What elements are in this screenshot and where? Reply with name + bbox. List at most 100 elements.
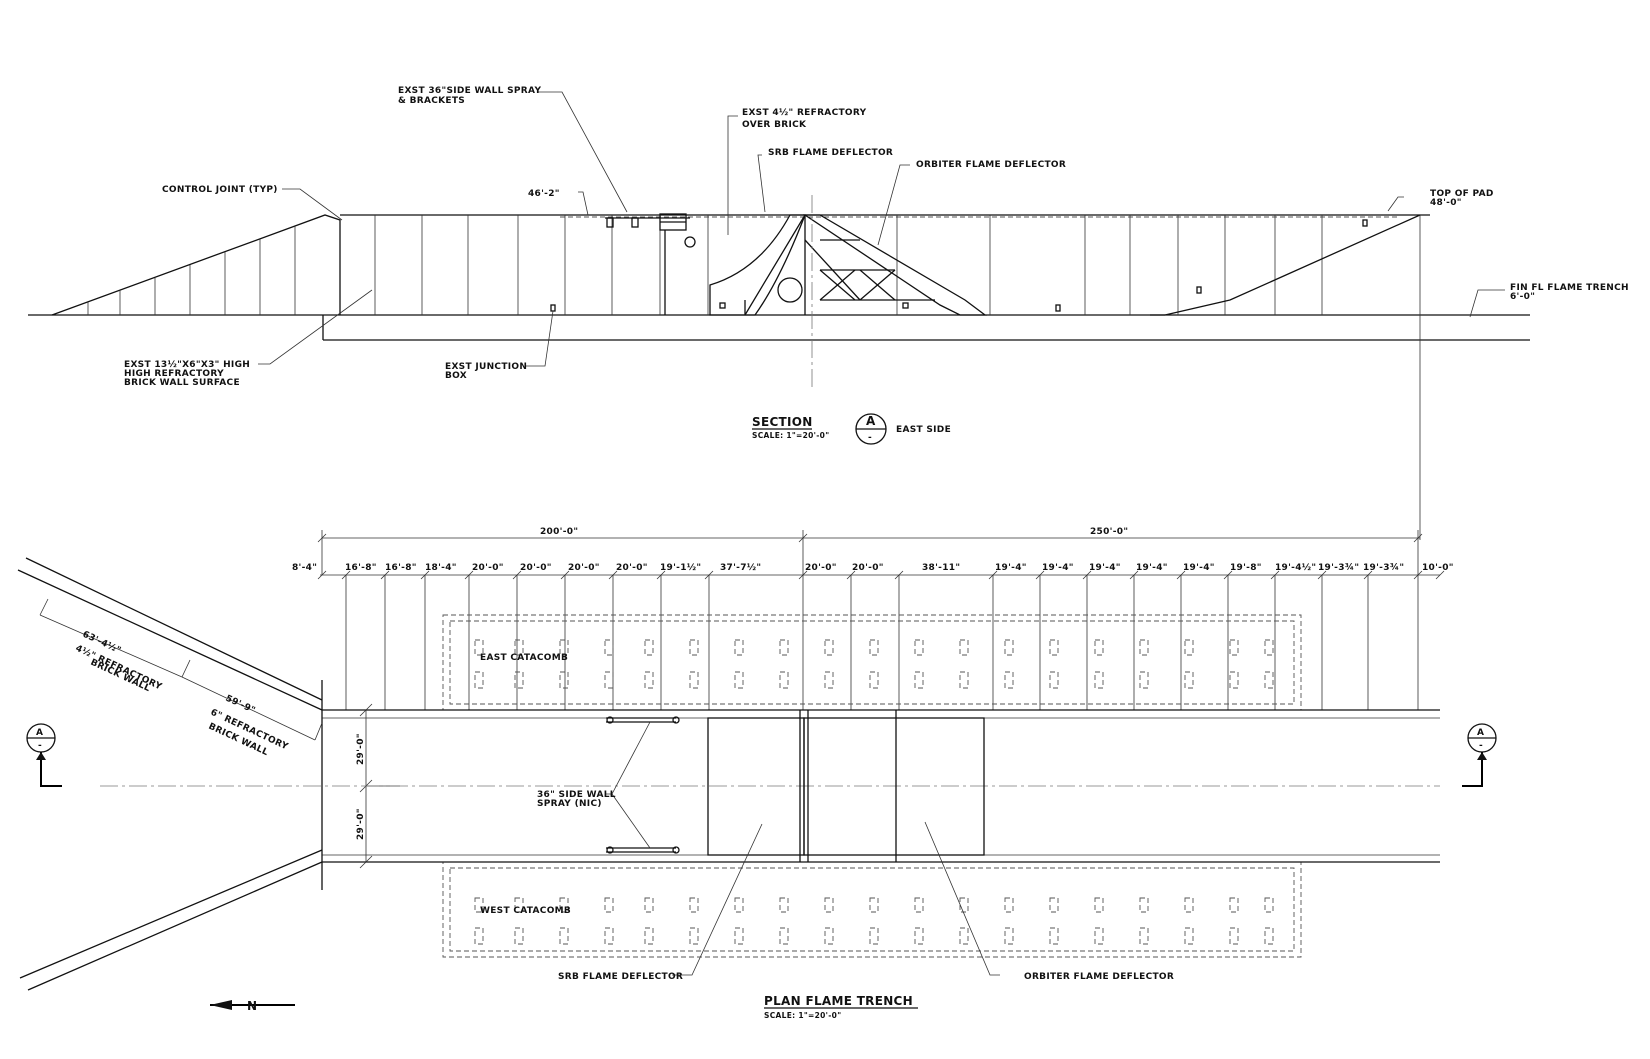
plan-view: 200'-0" 250'-0" 8'-4"16'-8"16'-8"18'-4"2… — [17, 527, 1497, 1020]
catacomb-cell — [869, 671, 879, 689]
catacomb-cell — [734, 897, 744, 913]
label-brick-wall-2: HIGH REFRACTORY — [124, 369, 224, 379]
catacomb-cell — [1049, 671, 1059, 689]
catacomb-cell — [514, 671, 524, 689]
bay-dimension-labels: 8'-4"16'-8"16'-8"18'-4"20'-0"20'-0"20'-0… — [292, 562, 1454, 573]
catacomb-cell — [1004, 639, 1014, 656]
catacomb-cell — [1229, 897, 1239, 913]
side-wall-spray-pipes — [606, 716, 680, 854]
bay-dimension-label: 20'-0" — [472, 563, 504, 573]
catacomb-cell — [1049, 897, 1059, 913]
bay-dimension-label: 19'-4" — [1183, 563, 1215, 573]
catacomb-cell — [474, 897, 484, 913]
bay-dimension-label: 19'-3¾" — [1363, 563, 1404, 573]
catacomb-cell — [1229, 639, 1239, 656]
section-view: EXST 36"SIDE WALL SPRAY & BRACKETS EXST … — [28, 86, 1629, 540]
orbiter-flame-deflector-section — [744, 214, 987, 316]
catacomb-cell — [1264, 897, 1274, 913]
catacomb-cell — [604, 927, 614, 945]
plan-orbiter-label: ORBITER FLAME DEFLECTOR — [1024, 972, 1174, 982]
bay-dimension-label: 19'-4" — [1089, 563, 1121, 573]
catacomb-cell — [1229, 927, 1239, 945]
column-grid-lines — [345, 575, 1419, 710]
bay-dimension-label: 19'-1½" — [660, 562, 701, 573]
catacomb-cell — [914, 671, 924, 689]
catacomb-cells — [474, 639, 1274, 945]
catacomb-cell — [644, 671, 654, 689]
catacomb-cell — [824, 927, 834, 945]
section-marker-left: A - — [26, 723, 62, 787]
bay-dimension-label: 10'-0" — [1422, 563, 1454, 573]
spray-label-1: 36" SIDE WALL — [537, 790, 616, 800]
marker-left-letter: A — [36, 728, 43, 738]
catacomb-cell — [779, 671, 789, 689]
north-label: N — [247, 999, 257, 1013]
wall-dim-59: 59'-9" — [224, 694, 257, 716]
catacomb-cell — [689, 897, 699, 913]
catacomb-cell — [914, 639, 924, 656]
catacomb-cell — [559, 671, 569, 689]
bay-tick — [317, 570, 327, 580]
wall-panel-lines — [374, 215, 1323, 315]
catacomb-cell — [959, 639, 969, 656]
label-control-joint: CONTROL JOINT (TYP) — [162, 185, 278, 195]
label-top-of-pad-2: 48'-0" — [1430, 198, 1462, 208]
orbiter-flame-deflector-plan — [803, 717, 985, 856]
section-side: EAST SIDE — [896, 425, 951, 435]
bay-dimension-label: 8'-4" — [292, 563, 317, 573]
catacomb-cell — [514, 897, 524, 913]
catacomb-cell — [514, 639, 524, 656]
catacomb-cell — [559, 897, 569, 913]
overall-dimension-lines — [317, 530, 1423, 575]
marker-right-letter: A — [1477, 728, 1484, 738]
catacomb-cell — [1049, 927, 1059, 945]
catacomb-cell — [644, 897, 654, 913]
flared-wall-north — [17, 557, 323, 711]
label-orbiter-flame-deflector: ORBITER FLAME DEFLECTOR — [916, 160, 1066, 170]
catacomb-cell — [1094, 927, 1104, 945]
side-wall-spray-brackets — [605, 213, 696, 315]
catacomb-cell — [1004, 897, 1014, 913]
bay-dimension-label: 37'-7½" — [720, 562, 761, 573]
label-top-of-pad-1: TOP OF PAD — [1430, 189, 1494, 199]
bay-dimension-label: 20'-0" — [805, 563, 837, 573]
section-title-block: SECTION SCALE: 1"=20'-0" A - EAST SIDE — [752, 413, 951, 445]
catacomb-cell — [779, 927, 789, 945]
label-elevation-46: 46'-2" — [528, 189, 560, 199]
label-junction-box-2: BOX — [445, 371, 467, 381]
catacomb-cell — [474, 671, 484, 689]
catacomb-cell — [1229, 671, 1239, 689]
srb-flame-deflector-section — [709, 214, 806, 316]
label-refractory-over-brick-2: OVER BRICK — [742, 120, 807, 130]
bay-dimension-label: 19'-3¾" — [1318, 563, 1359, 573]
bay-dimension-label: 20'-0" — [616, 563, 648, 573]
bay-dimension-label: 19'-8" — [1230, 563, 1262, 573]
spray-leaders — [605, 721, 1000, 976]
east-catacomb-inner — [449, 620, 1295, 705]
section-title: SECTION — [752, 415, 813, 429]
catacomb-cell — [1264, 927, 1274, 945]
catacomb-cell — [1004, 927, 1014, 945]
catacomb-cell — [559, 927, 569, 945]
catacomb-cell — [959, 927, 969, 945]
label-srb-flame-deflector: SRB FLAME DEFLECTOR — [768, 148, 893, 158]
catacomb-cell — [644, 639, 654, 656]
bay-dimension-label: 19'-4" — [995, 563, 1027, 573]
width-dim-south: 29'-0" — [356, 808, 366, 840]
marker-right-sub: - — [1479, 741, 1483, 751]
flared-wall-south — [19, 849, 323, 991]
catacomb-cell — [914, 927, 924, 945]
bay-dimension-label: 19'-4" — [1042, 563, 1074, 573]
west-catacomb-inner — [449, 867, 1295, 952]
junction-boxes — [550, 219, 1368, 312]
label-refractory-over-brick-1: EXST 4½" REFRACTORY — [742, 107, 867, 118]
catacomb-cell — [1094, 671, 1104, 689]
catacomb-cell — [1264, 671, 1274, 689]
section-marker-right: A - — [1462, 723, 1497, 787]
plan-title-block: PLAN FLAME TRENCH SCALE: 1"=20'-0" — [764, 994, 918, 1020]
bay-dimension-label: 16'-8" — [345, 563, 377, 573]
bay-dimension-label: 18'-4" — [425, 563, 457, 573]
catacomb-cell — [689, 671, 699, 689]
label-fin-fl-flame-trench-2: 6'-0" — [1510, 292, 1535, 302]
